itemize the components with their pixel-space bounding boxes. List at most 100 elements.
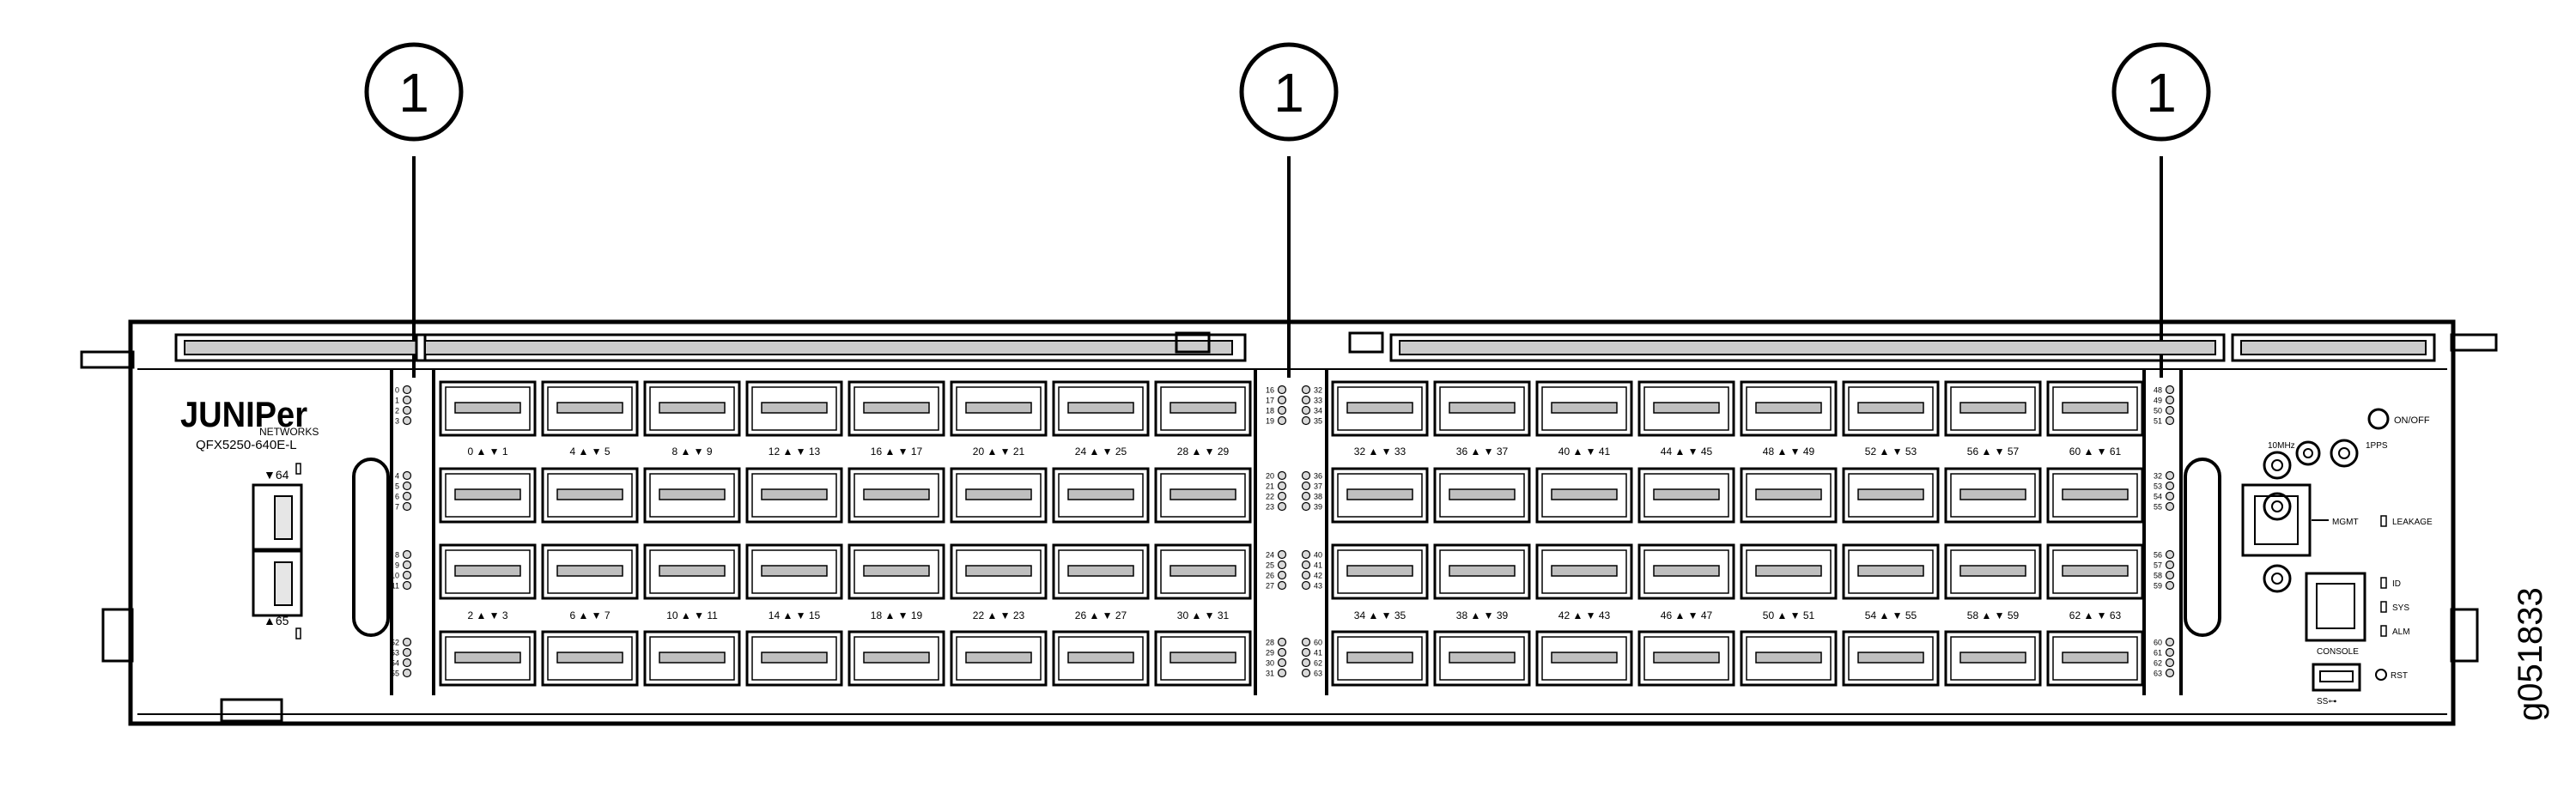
qsfp-cage[interactable] [2046, 380, 2144, 437]
qsfp-cage[interactable] [541, 630, 639, 687]
qsfp-cage[interactable] [848, 543, 945, 600]
qsfp-cage[interactable] [1433, 630, 1531, 687]
qsfp-cage[interactable] [1944, 543, 2042, 600]
qsfp-cage[interactable] [950, 630, 1048, 687]
qsfp-cage[interactable] [1740, 380, 1838, 437]
qsfp-cage[interactable] [1052, 380, 1150, 437]
qsfp-cage[interactable] [745, 380, 843, 437]
led-number: 49 [2154, 397, 2162, 405]
port-status-led [2165, 560, 2175, 570]
qsfp-cage[interactable] [1433, 543, 1531, 600]
qsfp-cage[interactable] [1944, 630, 2042, 687]
qsfp-cage[interactable] [1535, 543, 1633, 600]
qsfp-cage[interactable] [950, 543, 1048, 600]
qsfp-cage[interactable] [1842, 467, 1940, 524]
port-pair-label: 26 ▲ ▼ 27 [1075, 609, 1127, 621]
qsfp-cage[interactable] [1154, 630, 1252, 687]
port-status-led [1277, 481, 1287, 491]
reset-button[interactable] [2375, 669, 2387, 681]
port-status-led [2165, 637, 2175, 647]
qsfp-cage[interactable] [643, 380, 741, 437]
console-port[interactable] [2305, 572, 2366, 642]
qsfp-cage[interactable] [1052, 630, 1150, 687]
qsfp-cage[interactable] [1154, 380, 1252, 437]
qsfp-cage[interactable] [1740, 467, 1838, 524]
port-status-led [2165, 395, 2175, 405]
qsfp-cage[interactable] [745, 543, 843, 600]
qsfp-cage[interactable] [950, 467, 1048, 524]
qsfp-cage[interactable] [439, 630, 537, 687]
port-pair-label: 50 ▲ ▼ 51 [1763, 609, 1815, 621]
qsfp-cage[interactable] [1944, 467, 2042, 524]
qsfp-cage[interactable] [1637, 380, 1735, 437]
qsfp-cage[interactable] [541, 380, 639, 437]
usb-port[interactable] [2312, 663, 2361, 692]
qsfp-cage[interactable] [848, 630, 945, 687]
qsfp-cage[interactable] [1740, 630, 1838, 687]
qsfp-cage[interactable] [1842, 543, 1940, 600]
port-pair-label: 48 ▲ ▼ 49 [1763, 446, 1815, 458]
port-status-led [402, 395, 412, 405]
led-number: 43 [1314, 582, 1322, 591]
qsfp-cage[interactable] [848, 467, 945, 524]
port-status-led [1301, 491, 1311, 501]
qsfp-cage[interactable] [1535, 380, 1633, 437]
qsfp-cage[interactable] [848, 380, 945, 437]
qsfp-cage[interactable] [643, 467, 741, 524]
callout-number: 1 [398, 62, 429, 124]
qsfp-cage[interactable] [1331, 630, 1429, 687]
qsfp-cage[interactable] [439, 467, 537, 524]
qsfp-cage[interactable] [1637, 543, 1735, 600]
qsfp-cage[interactable] [1433, 380, 1531, 437]
alm-led-label: ALM [2392, 627, 2410, 637]
sys-led-label: SYS [2392, 603, 2409, 613]
qsfp-cage[interactable] [1154, 543, 1252, 600]
qsfp-cage[interactable] [643, 630, 741, 687]
mgmt-port[interactable] [2241, 483, 2312, 557]
tenmhz-connector[interactable] [2263, 451, 2292, 480]
port-status-led [402, 668, 412, 678]
port-pair-label: 14 ▲ ▼ 15 [769, 609, 821, 621]
qsfp-cage[interactable] [2046, 630, 2144, 687]
qsfp-cage[interactable] [745, 467, 843, 524]
qsfp-cage[interactable] [1154, 467, 1252, 524]
port-status-led [402, 415, 412, 426]
qsfp-cage[interactable] [1740, 543, 1838, 600]
qsfp-cage[interactable] [2046, 543, 2144, 600]
qsfp-cage[interactable] [950, 380, 1048, 437]
qsfp-cage[interactable] [1535, 630, 1633, 687]
qsfp-cage[interactable] [541, 467, 639, 524]
qsfp-cage[interactable] [1052, 543, 1150, 600]
qsfp-cage[interactable] [1433, 467, 1531, 524]
port-status-led [1301, 560, 1311, 570]
port-pair-label: 18 ▲ ▼ 19 [871, 609, 923, 621]
qsfp-cage[interactable] [439, 543, 537, 600]
qsfp-cage[interactable] [1331, 380, 1429, 437]
port-pair-label: 40 ▲ ▼ 41 [1558, 446, 1611, 458]
led-number: 50 [2154, 407, 2162, 415]
led-number: 36 [1314, 472, 1322, 481]
onepps-connector[interactable] [2330, 439, 2359, 468]
port-pair-label: 20 ▲ ▼ 21 [973, 446, 1025, 458]
qsfp-cage[interactable] [1944, 380, 2042, 437]
port-label-bottom: ▲65 [264, 614, 289, 627]
qsfp-cage[interactable] [2046, 467, 2144, 524]
qsfp-cage[interactable] [1637, 630, 1735, 687]
qsfp-cage[interactable] [643, 543, 741, 600]
qsfp-cage[interactable] [1535, 467, 1633, 524]
qsfp-cage[interactable] [1842, 630, 1940, 687]
port-status-led [2165, 470, 2175, 481]
qsfp-cage[interactable] [1637, 467, 1735, 524]
qsfp-cage[interactable] [1052, 467, 1150, 524]
qsfp-cage[interactable] [541, 543, 639, 600]
port-status-led [402, 637, 412, 647]
qsfp-cage[interactable] [439, 380, 537, 437]
port-status-led [2165, 405, 2175, 415]
qsfp-cage[interactable] [1331, 543, 1429, 600]
clock-connector[interactable] [2295, 440, 2321, 466]
qsfp-cage[interactable] [1331, 467, 1429, 524]
power-button[interactable] [2367, 408, 2390, 430]
led-number: 62 [1314, 659, 1322, 668]
qsfp-cage[interactable] [1842, 380, 1940, 437]
qsfp-cage[interactable] [745, 630, 843, 687]
